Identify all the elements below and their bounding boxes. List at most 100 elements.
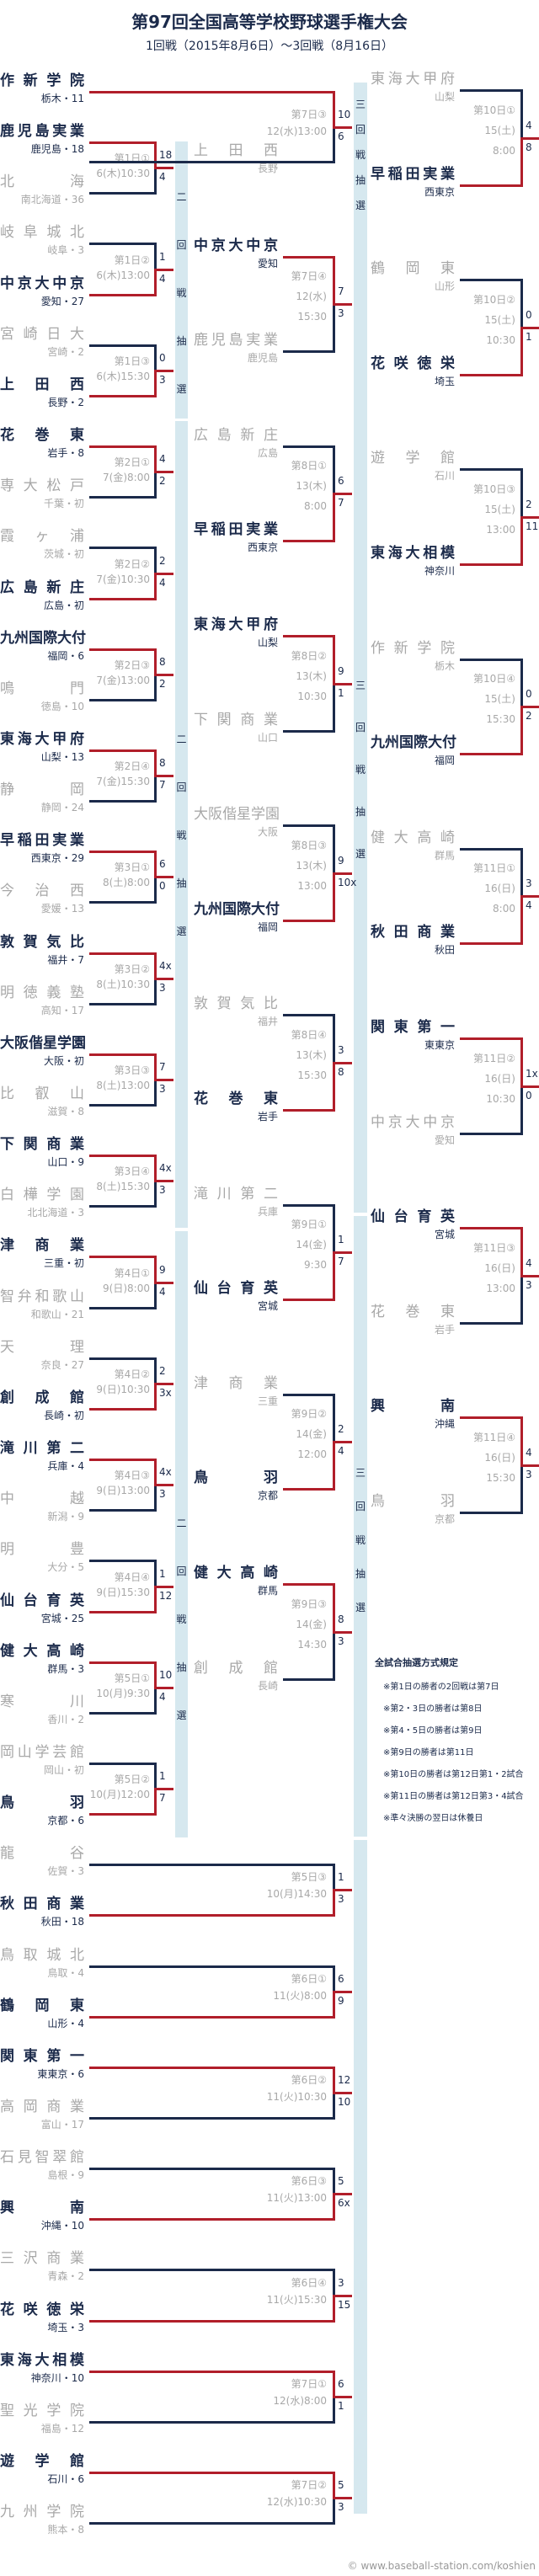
team-round3[interactable]: 仙台育英 xyxy=(371,1208,455,1225)
team-round1[interactable]: 天理 xyxy=(0,1339,84,1356)
team-round1[interactable]: 鹿児島実業 xyxy=(0,123,84,140)
team-prefecture: 岐阜・3 xyxy=(47,244,84,256)
team-round1[interactable]: 智弁和歌山 xyxy=(0,1288,84,1305)
team-round1[interactable]: 寒川 xyxy=(0,1693,84,1710)
team-round2[interactable]: 上田西 xyxy=(194,142,278,159)
team-prefecture: 滋賀・8 xyxy=(47,1106,84,1117)
team-round1[interactable]: 健大高崎 xyxy=(0,1643,84,1660)
team-round1[interactable]: 中京大中京 xyxy=(0,275,84,292)
team-round1[interactable]: 岐阜城北 xyxy=(0,224,84,241)
match-day: 第8日④ xyxy=(291,1029,327,1041)
team-round1[interactable]: 秋田商業 xyxy=(0,1896,84,1912)
team-round3[interactable]: 関東第一 xyxy=(371,1019,455,1036)
match-time: 10(月)14:30 xyxy=(266,1888,327,1900)
team-round3[interactable]: 健大高崎 xyxy=(371,829,455,846)
team-prefecture: 宮崎・2 xyxy=(47,346,84,358)
team-round1[interactable]: 敦賀気比 xyxy=(0,934,84,951)
team-round2[interactable]: 東海大甲府 xyxy=(194,616,278,633)
team-round2[interactable]: 鹿児島実業 xyxy=(194,332,278,349)
team-round1[interactable]: 今治西 xyxy=(0,883,84,899)
team-round2[interactable]: 中京大中京 xyxy=(194,237,278,254)
team-round1[interactable]: 東海大甲府 xyxy=(0,731,84,748)
page-title: 第97回全国高等学校野球選手権大会 xyxy=(131,12,408,32)
team-round1[interactable]: 広島新庄 xyxy=(0,579,84,596)
team-round1[interactable]: 三沢商業 xyxy=(0,2250,84,2267)
r3-match-winner-stub xyxy=(520,1464,539,1467)
team-round1[interactable]: 興南 xyxy=(0,2200,84,2216)
r1-wide-match-vline-a xyxy=(333,2067,335,2093)
team-prefecture: 西東京 xyxy=(424,186,455,198)
team-round2[interactable]: 花巻東 xyxy=(194,1091,278,1107)
team-round2[interactable]: 九州国際大付 xyxy=(194,901,280,918)
team-round3[interactable]: 鶴岡東 xyxy=(371,260,455,277)
r2-match-vline-b xyxy=(333,303,335,353)
team-round1[interactable]: 北海 xyxy=(0,173,84,190)
team-round1[interactable]: 宮崎日大 xyxy=(0,326,84,343)
team-round1[interactable]: 東海大相模 xyxy=(0,2352,84,2369)
r3-match-line-a xyxy=(460,848,523,851)
r2-match-line-b xyxy=(283,730,335,733)
team-round1[interactable]: 聖光学院 xyxy=(0,2403,84,2419)
team-round1[interactable]: 関東第一 xyxy=(0,2048,84,2065)
copyright-footer[interactable]: © www.baseball-station.com/koshien xyxy=(347,2560,536,2572)
team-round1[interactable]: 岡山学芸館 xyxy=(0,1744,84,1761)
team-round3[interactable]: 遊学館 xyxy=(371,450,455,467)
team-round2[interactable]: 大阪偕星学園 xyxy=(194,806,280,823)
match-date: 16(日) xyxy=(484,1452,515,1464)
team-round1[interactable]: 白樺学園 xyxy=(0,1187,84,1203)
team-round1[interactable]: 静岡 xyxy=(0,781,84,798)
team-round1[interactable]: 中越 xyxy=(0,1491,84,1507)
team-round1[interactable]: 霞ヶ浦 xyxy=(0,528,84,545)
team-round1[interactable]: 鶴岡東 xyxy=(0,1997,84,2014)
match-date: 13(木) xyxy=(296,860,327,872)
team-round3[interactable]: 東海大相模 xyxy=(371,545,455,562)
team-round1[interactable]: 滝川第二 xyxy=(0,1440,84,1457)
team-round1[interactable]: 上田西 xyxy=(0,376,84,393)
team-round3[interactable]: 作新学院 xyxy=(371,640,455,657)
team-round2[interactable]: 仙台育英 xyxy=(194,1280,278,1297)
team-round1[interactable]: 龍谷 xyxy=(0,1845,84,1862)
team-round1[interactable]: 鳥羽 xyxy=(0,1795,84,1811)
team-round1[interactable]: 作新学院 xyxy=(0,72,84,89)
team-round3[interactable]: 東海大甲府 xyxy=(371,71,455,88)
team-round1[interactable]: 鳴門 xyxy=(0,680,84,697)
team-round2[interactable]: 下関商業 xyxy=(194,712,278,728)
r1-match-score-b: 4 xyxy=(159,1286,166,1298)
team-round2[interactable]: 早稲田実業 xyxy=(194,521,278,538)
team-round1[interactable]: 仙台育英 xyxy=(0,1592,84,1609)
team-round1[interactable]: 九州学院 xyxy=(0,2504,84,2520)
team-round1[interactable]: 花咲徳栄 xyxy=(0,2301,84,2318)
team-round3[interactable]: 鳥羽 xyxy=(371,1493,455,1510)
team-round3[interactable]: 秋田商業 xyxy=(371,924,455,941)
team-round3[interactable]: 中京大中京 xyxy=(371,1114,455,1131)
team-round1[interactable]: 創成館 xyxy=(0,1389,84,1406)
team-round1[interactable]: 明徳義塾 xyxy=(0,984,84,1001)
r1-wide-match-winner-stub xyxy=(333,2295,352,2297)
team-round2[interactable]: 敦賀気比 xyxy=(194,995,278,1012)
team-round3[interactable]: 早稲田実業 xyxy=(371,166,455,183)
team-round1[interactable]: 津商業 xyxy=(0,1237,84,1254)
team-round2[interactable]: 津商業 xyxy=(194,1375,278,1392)
team-round3[interactable]: 花巻東 xyxy=(371,1304,455,1320)
r3-match-line-b xyxy=(460,1133,523,1135)
team-round1[interactable]: 下関商業 xyxy=(0,1136,84,1153)
team-round2[interactable]: 創成館 xyxy=(194,1660,278,1677)
team-round1[interactable]: 専大松戸 xyxy=(0,477,84,494)
team-round2[interactable]: 鳥羽 xyxy=(194,1469,278,1486)
team-round1[interactable]: 大阪偕星学園 xyxy=(0,1035,86,1052)
team-round1[interactable]: 遊学館 xyxy=(0,2453,84,2470)
team-round1[interactable]: 石見智翠館 xyxy=(0,2149,84,2166)
team-round1[interactable]: 花巻東 xyxy=(0,427,84,444)
team-round2[interactable]: 健大高崎 xyxy=(194,1565,278,1581)
team-round1[interactable]: 鳥取城北 xyxy=(0,1947,84,1964)
team-round1[interactable]: 高岡商業 xyxy=(0,2099,84,2115)
team-round2[interactable]: 広島新庄 xyxy=(194,427,278,444)
team-round1[interactable]: 九州国際大付 xyxy=(0,630,86,647)
team-round3[interactable]: 九州国際大付 xyxy=(371,734,456,751)
team-round3[interactable]: 花咲徳栄 xyxy=(371,355,455,372)
team-round3[interactable]: 興南 xyxy=(371,1398,455,1415)
team-round1[interactable]: 比叡山 xyxy=(0,1085,84,1102)
team-round2[interactable]: 滝川第二 xyxy=(194,1186,278,1203)
team-round1[interactable]: 早稲田実業 xyxy=(0,832,84,849)
team-round1[interactable]: 明豊 xyxy=(0,1541,84,1558)
